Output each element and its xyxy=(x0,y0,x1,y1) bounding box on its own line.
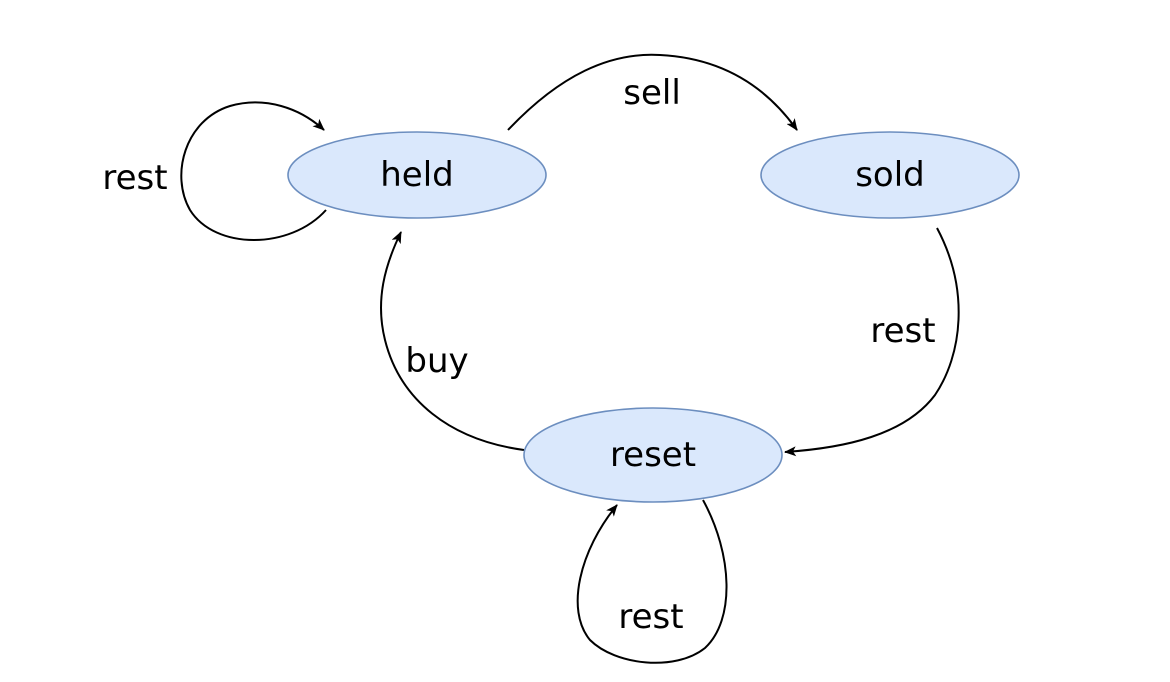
state-held: held xyxy=(287,131,547,219)
edge-reset-to-held-label: buy xyxy=(405,341,468,381)
edge-reset-to-held xyxy=(379,231,525,451)
state-sold-shape xyxy=(760,131,1020,219)
edge-held-to-sold xyxy=(507,53,798,131)
state-sold: sold xyxy=(760,131,1020,219)
edge-sold-to-reset-label: rest xyxy=(870,311,935,351)
edge-sold-to-reset xyxy=(784,227,960,457)
edge-held-self-label: rest xyxy=(102,158,167,198)
state-sold-label: sold xyxy=(855,155,925,195)
state-held-shape xyxy=(287,131,547,219)
edge-held-to-sold-label: sell xyxy=(623,73,681,113)
state-reset-label: reset xyxy=(610,435,696,475)
edge-held-self-loop xyxy=(180,101,327,241)
state-reset: reset xyxy=(523,407,783,503)
state-held-label: held xyxy=(380,155,454,195)
edge-reset-self-loop xyxy=(576,499,728,664)
edge-reset-self-label: rest xyxy=(618,597,683,637)
state-reset-shape xyxy=(523,407,783,503)
